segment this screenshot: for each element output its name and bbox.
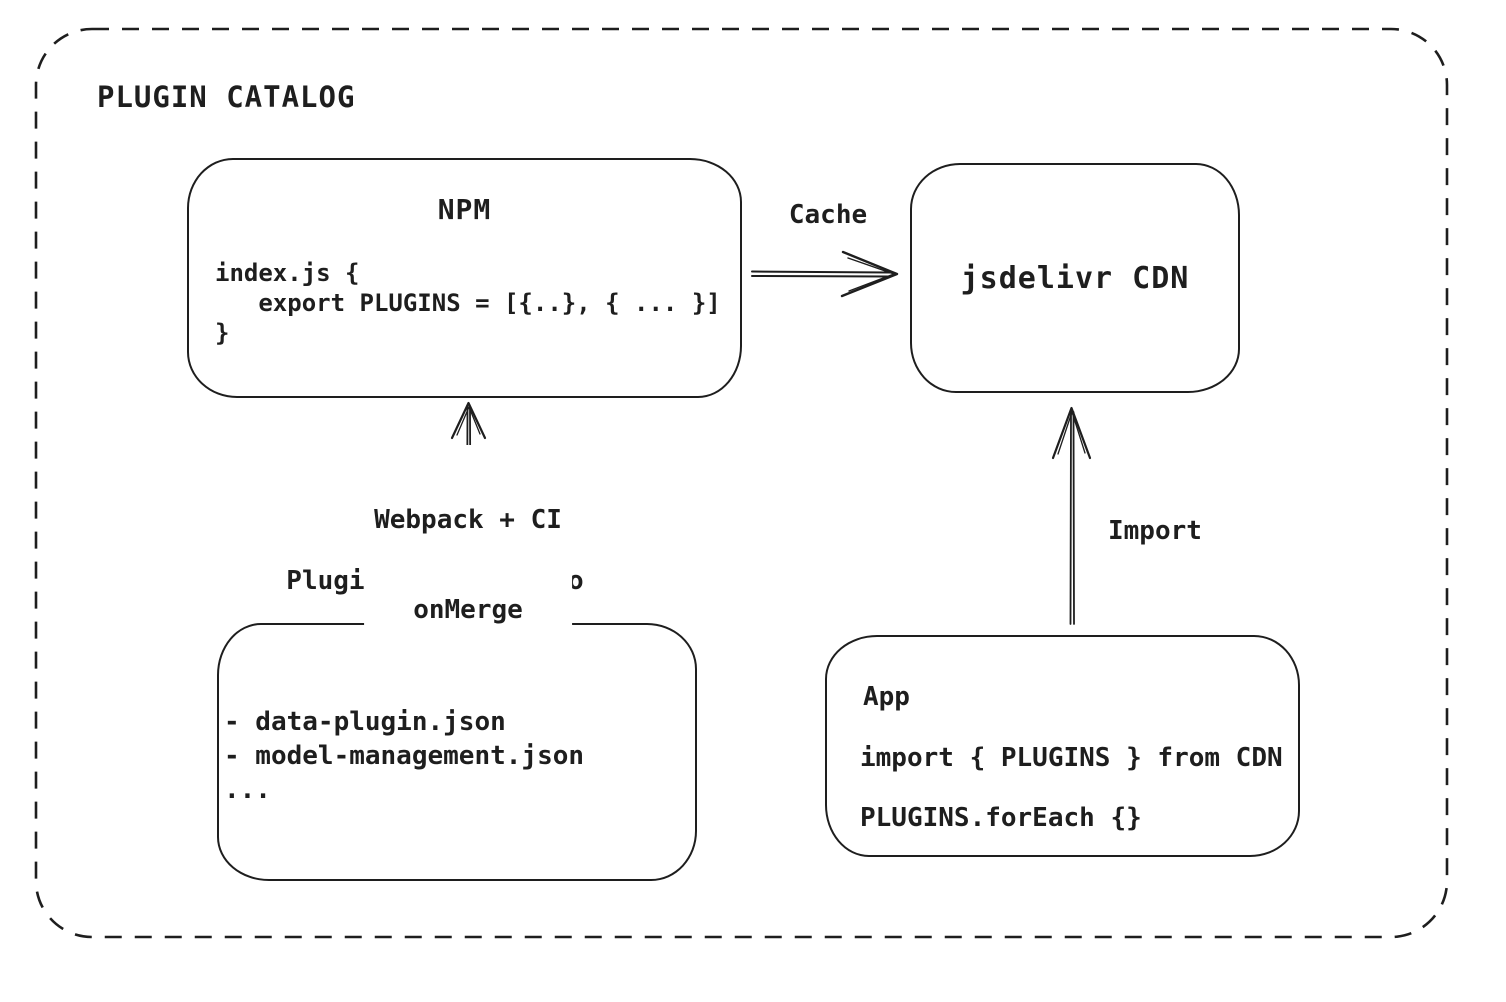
app-node: App import { PLUGINS } from CDN PLUGINS.… [825,635,1300,857]
frame-title: PLUGIN CATALOG [97,80,356,114]
npm-node-title: NPM [437,193,492,226]
build-arrow-label-line: Webpack + CI [374,505,562,535]
app-code-line: import { PLUGINS } from CDN [860,743,1283,773]
build-arrow-label: Webpack + CI onMerge [364,445,572,685]
repo-file-item: - model-management.json [224,741,585,771]
app-code-line: PLUGINS.forEach {} [860,803,1142,833]
import-arrow-label: Import [1108,516,1202,546]
npm-node: NPM index.js { export PLUGINS = [{..}, {… [187,158,742,398]
build-arrow-label-line: onMerge [413,595,523,625]
cdn-node: jsdelivr CDN [910,163,1240,393]
import-arrow [1051,406,1092,625]
npm-code-block: index.js { export PLUGINS = [{..}, { ...… [215,258,721,348]
plugin-catalog-frame [34,27,1449,939]
cache-arrow-label: Cache [788,200,868,230]
cdn-node-label: jsdelivr CDN [960,260,1190,296]
repo-file-list: - data-plugin.json - model-management.js… [224,705,584,807]
npm-code-line: export PLUGINS = [{..}, { ... }] [215,289,721,317]
app-node-title: App [863,682,910,712]
npm-code-line: index.js { [215,259,360,287]
cache-arrow [751,250,899,298]
repo-file-item: ... [224,775,271,805]
repo-file-item: - data-plugin.json [224,707,506,737]
npm-code-line: } [215,319,230,347]
